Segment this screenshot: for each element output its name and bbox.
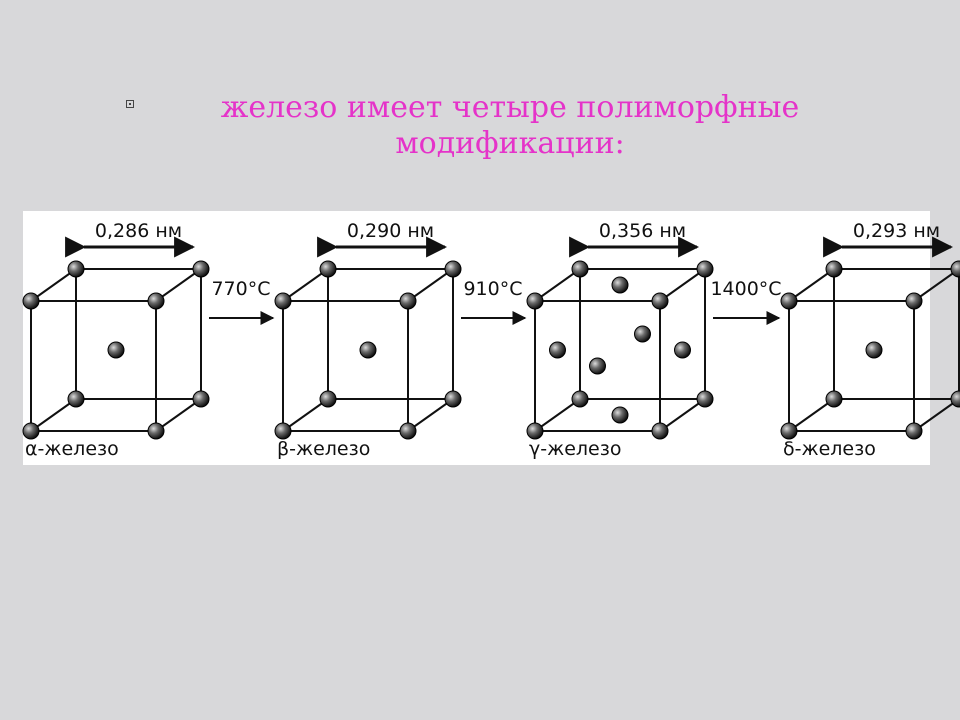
- iron-atom: [147, 292, 165, 310]
- phase-name-label: α-железо: [25, 438, 119, 460]
- unit-cell-4: 0,293 нм δ-железо: [780, 220, 960, 460]
- iron-atom: [444, 390, 462, 408]
- iron-atom: [651, 292, 669, 310]
- iron-atom: [107, 341, 125, 359]
- phase-name-label: δ-железо: [783, 438, 876, 460]
- iron-atom: [192, 260, 210, 278]
- transition-temperature-label: 910°С: [463, 278, 522, 300]
- phase-name-label: β-железо: [277, 438, 370, 460]
- iron-atom: [319, 260, 337, 278]
- iron-atom: [549, 341, 566, 359]
- iron-atom: [905, 292, 923, 310]
- iron-atom: [399, 292, 417, 310]
- iron-atom: [274, 292, 292, 310]
- transition-temperature-label: 770°С: [211, 278, 270, 300]
- cell-edge: [788, 398, 835, 432]
- iron-atom: [780, 422, 798, 440]
- iron-atom: [611, 276, 629, 294]
- iron-atom: [399, 422, 417, 440]
- cell-edge: [282, 268, 329, 302]
- iron-atom: [444, 260, 462, 278]
- iron-atom: [780, 292, 798, 310]
- lattice-dimension-label: 0,293 нм: [853, 220, 940, 242]
- iron-atom: [950, 260, 960, 278]
- iron-atom: [571, 390, 589, 408]
- transition-temperature-label: 1400°С: [710, 278, 781, 300]
- title-line-1: железо имеет четыре полиморфные: [220, 90, 800, 125]
- cell-edge: [788, 268, 835, 302]
- iron-atom: [865, 341, 883, 359]
- iron-atom: [674, 341, 691, 359]
- iron-atom: [192, 390, 210, 408]
- iron-polymorphs-figure: 0,286 нм α-железо 0,290 нм β-железо 0,356 нм…: [22, 211, 960, 465]
- iron-atom: [22, 422, 40, 440]
- cell-edge: [407, 268, 454, 302]
- iron-atom: [67, 260, 85, 278]
- cell-edge: [913, 268, 960, 302]
- iron-atom: [651, 422, 669, 440]
- iron-atom: [696, 390, 714, 408]
- cell-edge: [534, 268, 581, 302]
- unit-cell-3: 0,356 нм γ-железо: [526, 220, 714, 460]
- cell-edge: [155, 398, 202, 432]
- iron-atom: [22, 292, 40, 310]
- iron-atom: [526, 292, 544, 310]
- title-line-2: модификации:: [395, 126, 625, 161]
- phase-name-label: γ-железо: [529, 438, 621, 460]
- iron-atom: [319, 390, 337, 408]
- cell-edge: [659, 268, 706, 302]
- lattice-dimension-label: 0,286 нм: [95, 220, 182, 242]
- cell-edge: [407, 398, 454, 432]
- iron-atom: [825, 260, 843, 278]
- iron-atom: [147, 422, 165, 440]
- iron-atom: [274, 422, 292, 440]
- unit-cell-2: 0,290 нм β-железо: [274, 220, 462, 460]
- iron-atom: [359, 341, 377, 359]
- cell-edge: [282, 398, 329, 432]
- iron-atom: [67, 390, 85, 408]
- iron-atom: [825, 390, 843, 408]
- unit-cell-1: 0,286 нм α-железо: [22, 220, 210, 460]
- iron-atom: [634, 325, 651, 343]
- cell-edge: [534, 398, 581, 432]
- iron-atom: [696, 260, 714, 278]
- iron-atom: [526, 422, 544, 440]
- transition-3: 1400°С: [710, 278, 782, 325]
- iron-atom: [905, 422, 923, 440]
- iron-atom: [611, 406, 629, 424]
- cell-edge: [659, 398, 706, 432]
- transition-1: 770°С: [209, 278, 275, 325]
- square-bullet-icon: [126, 100, 134, 108]
- iron-atom: [571, 260, 589, 278]
- cell-edge: [913, 398, 960, 432]
- cell-edge: [30, 268, 77, 302]
- iron-atom: [589, 357, 606, 375]
- lattice-dimension-label: 0,290 нм: [347, 220, 434, 242]
- transition-2: 910°С: [461, 278, 527, 325]
- cell-edge: [30, 398, 77, 432]
- slide-title: железо имеет четыре полиморфные модифика…: [140, 90, 880, 162]
- iron-atom: [950, 390, 960, 408]
- cell-edge: [155, 268, 202, 302]
- lattice-dimension-label: 0,356 нм: [599, 220, 686, 242]
